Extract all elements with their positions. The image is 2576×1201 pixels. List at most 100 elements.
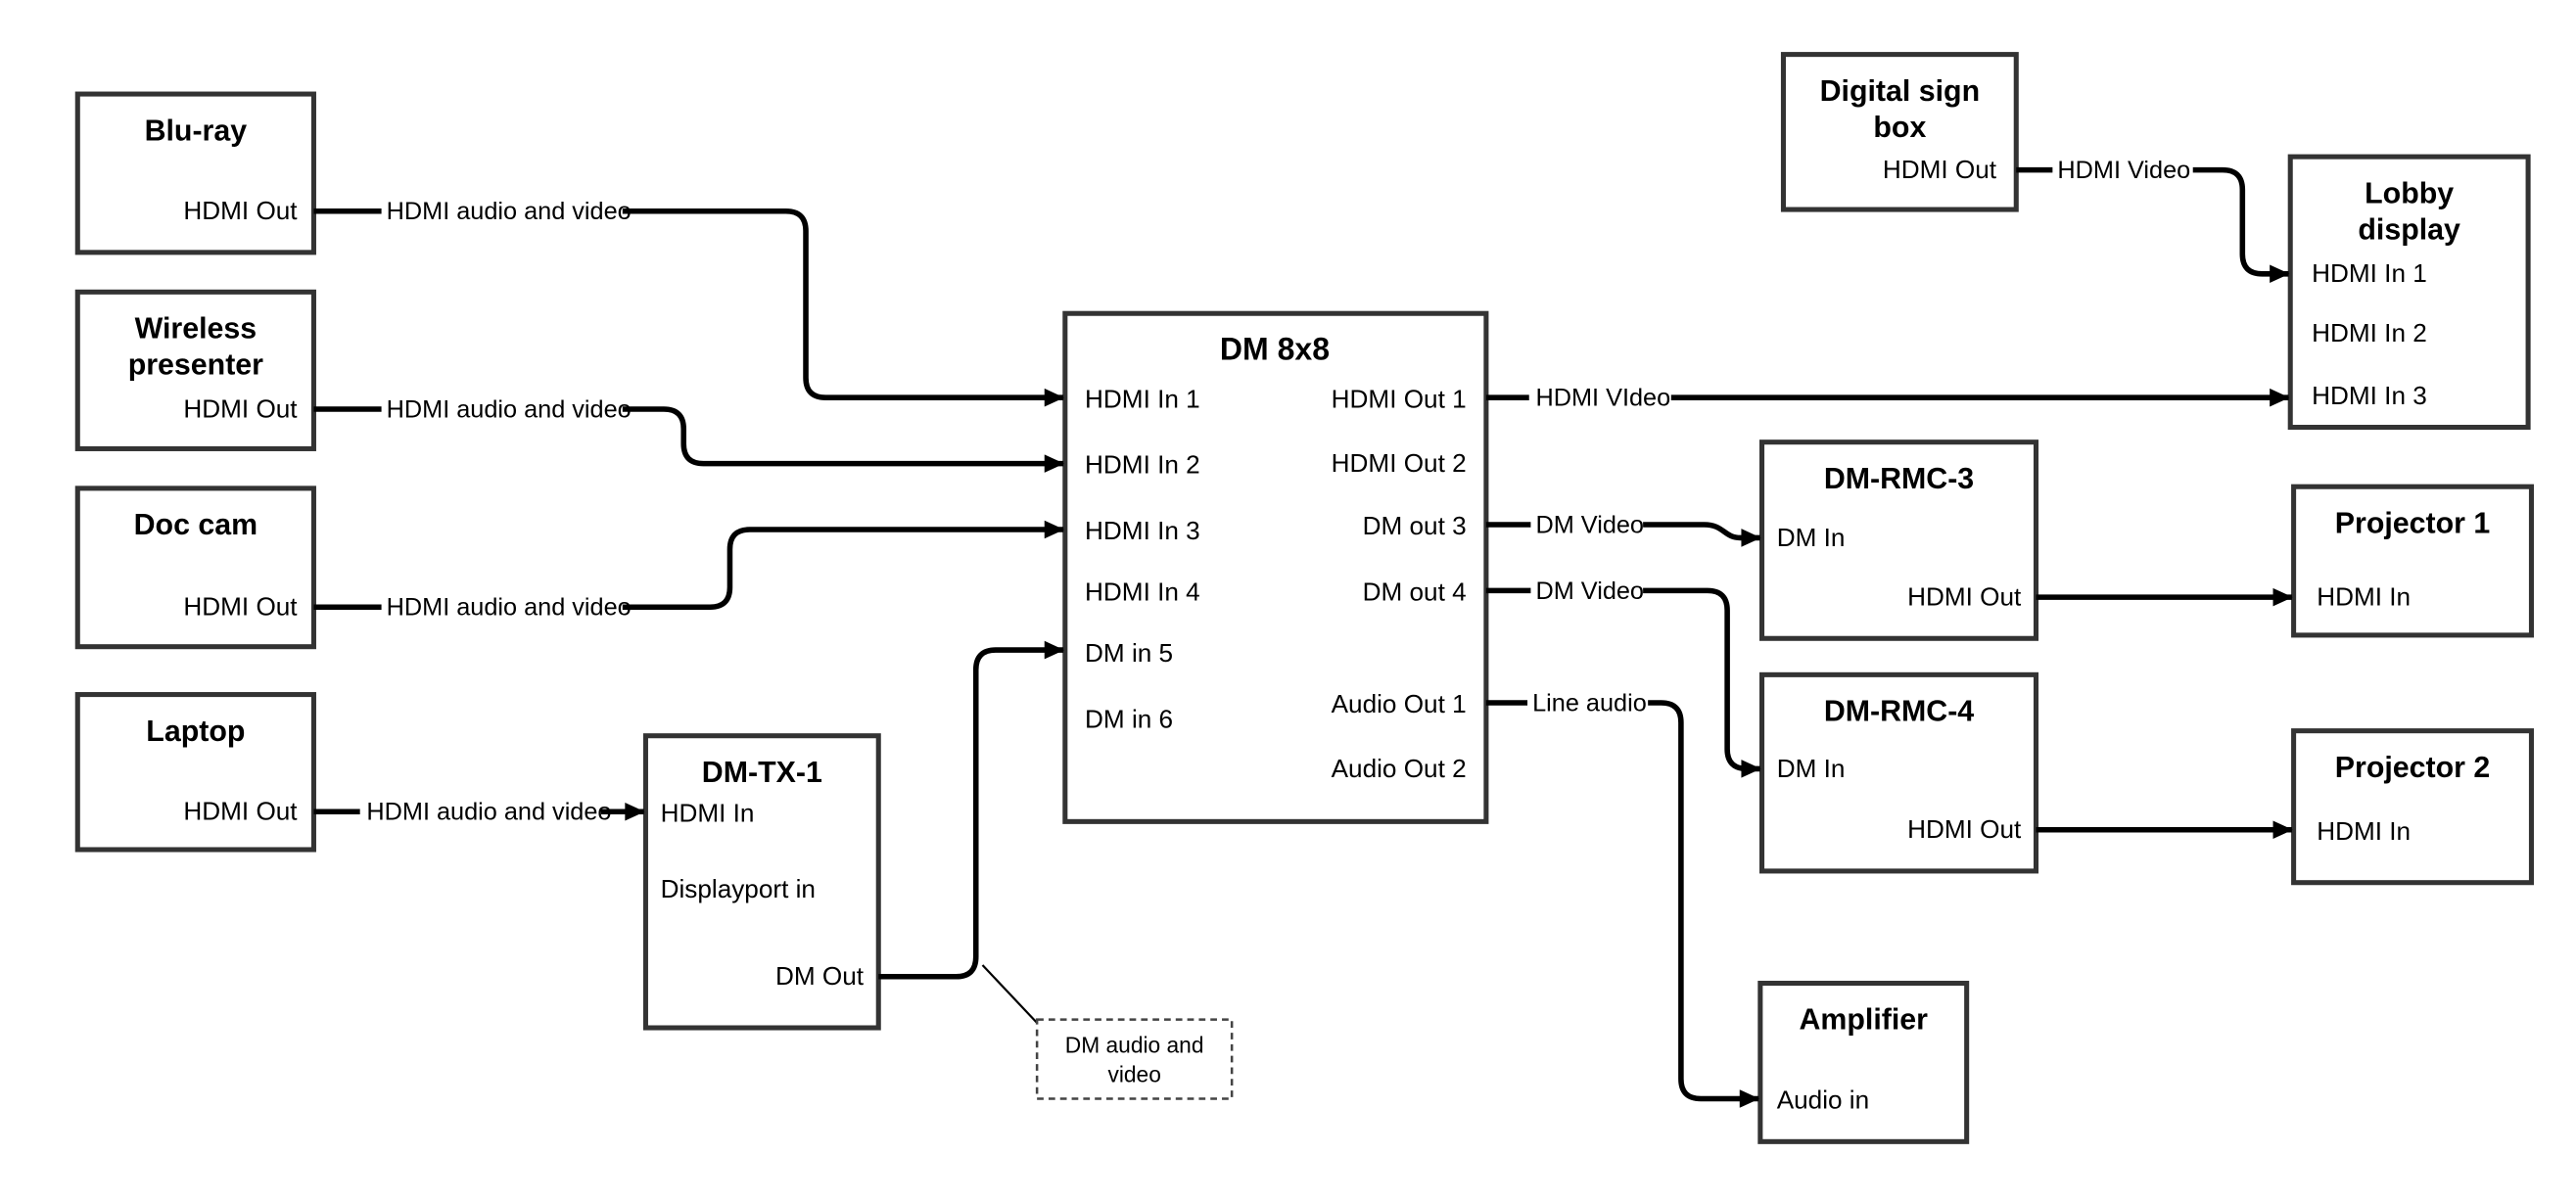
edge-digitalsign-label: HDMI Video [2057,157,2190,184]
dm-rmc-4-box [1759,671,2039,874]
node-projector-1: Projector 1 HDMI In [2291,484,2534,638]
dm-8x8-port-hdmi-in-2: HDMI In 2 [1085,450,1200,480]
dm-rmc-3-port-dm-in: DM In [1777,523,1846,552]
node-blu-ray: Blu-ray HDMI Out [74,91,316,255]
lobby-display-port-hdmi-in-2: HDMI In 2 [2312,318,2427,347]
lobby-display-title-line2: display [2358,213,2460,246]
lobby-display-port-hdmi-in-3: HDMI In 3 [2312,381,2427,410]
node-amplifier: Amplifier Audio in [1757,980,1970,1144]
edge-bluray-run [622,208,1064,407]
dm-tx-1-box [642,733,881,1031]
dm-8x8-port-hdmi-out-1: HDMI Out 1 [1332,384,1467,413]
blu-ray-port-hdmi-out: HDMI Out [183,196,298,225]
annotation-box [1035,1018,1234,1100]
projector-2-port-hdmi-in: HDMI In [2317,816,2411,846]
digital-sign-box-title-line2: box [1873,112,1926,144]
projector-1-port-hdmi-in: HDMI In [2317,582,2411,612]
edge-laptop-to-dmtx1: HDMI audio and video [313,799,645,826]
edge-bluray-label: HDMI audio and video [387,198,632,225]
amplifier-title: Amplifier [1800,1004,1929,1037]
annotation-text-line2: video [1107,1062,1160,1087]
dm-8x8-port-dm-out-4: DM out 4 [1363,577,1467,607]
node-lobby-display: Lobby display HDMI In 1 HDMI In 2 HDMI I… [2287,154,2531,431]
edge-dm8x8-to-dmrmc4: DM Video [1485,577,1761,778]
edge-out3-label: DM Video [1535,511,1644,538]
dm-tx-1-port-displayport-in: Displayport in [661,874,816,903]
node-dm-8x8: DM 8x8 HDMI In 1 HDMI In 2 HDMI In 3 HDM… [1062,310,1489,824]
edge-digitalsign-run [2192,166,2290,284]
edge-dmtx1-to-dm8x8 [878,640,1064,980]
laptop-box [74,692,316,853]
edge-dm8x8-to-amplifier: Line audio [1485,689,1760,1108]
lobby-display-box [2287,154,2531,431]
laptop-port-hdmi-out: HDMI Out [183,797,298,826]
wireless-presenter-title-line1: Wireless [135,313,258,346]
laptop-title: Laptop [146,716,245,748]
projector-2-box [2291,728,2534,886]
dm-8x8-box [1062,310,1489,824]
edge-wireless-label: HDMI audio and video [387,395,632,423]
node-dm-tx-1: DM-TX-1 HDMI In Displayport in DM Out [642,733,881,1031]
edge-dm8x8-to-lobby: HDMI VIdeo [1485,385,2290,412]
dm-rmc-4-port-dm-in: DM In [1777,754,1846,783]
amplifier-box [1757,980,1970,1144]
digital-sign-box-port-hdmi-out: HDMI Out [1883,155,1997,184]
node-wireless-presenter: Wireless presenter HDMI Out [74,289,316,451]
lobby-display-port-hdmi-in-1: HDMI In 1 [2312,258,2427,288]
dm-rmc-3-title: DM-RMC-3 [1824,463,1974,495]
dm-tx-1-title: DM-TX-1 [702,757,822,789]
dm-8x8-port-dm-in-6: DM in 6 [1085,704,1173,733]
projector-2-title: Projector 2 [2335,752,2491,784]
node-projector-2: Projector 2 HDMI In [2291,728,2534,886]
edge-out4-run [1643,587,1761,778]
wireless-presenter-title-line2: presenter [128,349,263,382]
dm-8x8-port-dm-out-3: DM out 3 [1363,511,1467,540]
edge-out1-label: HDMI VIdeo [1535,385,1670,412]
edge-laptop-label: HDMI audio and video [366,799,611,826]
dm-rmc-4-port-hdmi-out: HDMI Out [1907,814,2022,844]
node-laptop: Laptop HDMI Out [74,692,316,853]
edge-doccam-run [622,520,1064,611]
projector-1-box [2291,484,2534,638]
node-dm-rmc-3: DM-RMC-3 DM In HDMI Out [1759,439,2039,641]
dm-8x8-port-hdmi-in-3: HDMI In 3 [1085,516,1200,545]
edge-doccam-to-dm8x8: HDMI audio and video [313,520,1064,622]
wireless-presenter-box [74,289,316,451]
edge-doccam-label: HDMI audio and video [387,594,632,622]
dm-tx-1-port-hdmi-in: HDMI In [661,798,755,827]
dm-8x8-port-audio-out-2: Audio Out 2 [1332,754,1467,783]
dm-8x8-title: DM 8x8 [1220,331,1330,366]
edge-wireless-run [622,406,1064,473]
edge-aout1-label: Line audio [1532,689,1647,716]
annotation-text-line1: DM audio and [1065,1032,1204,1057]
node-doc-cam: Doc cam HDMI Out [74,485,316,650]
edge-bluray-to-dm8x8: HDMI audio and video [313,198,1064,407]
lobby-display-title-line1: Lobby [2365,177,2454,209]
dm-rmc-4-title: DM-RMC-4 [1824,696,1974,728]
annotation-leader-line [981,964,1038,1024]
doc-cam-title: Doc cam [134,509,258,541]
doc-cam-port-hdmi-out: HDMI Out [183,592,298,622]
dm-rmc-3-box [1759,439,2039,641]
dm-tx-1-port-dm-out: DM Out [775,961,865,991]
projector-1-title: Projector 1 [2335,507,2491,539]
node-dm-rmc-4: DM-RMC-4 DM In HDMI Out [1759,671,2039,874]
node-digital-sign-box: Digital sign box HDMI Out [1780,52,2019,212]
edge-dm8x8-to-dmrmc3: DM Video [1485,511,1761,547]
digital-sign-box-box [1780,52,2019,212]
amplifier-port-audio-in: Audio in [1777,1086,1869,1115]
wireless-presenter-port-hdmi-out: HDMI Out [183,393,298,423]
blu-ray-box [74,91,316,255]
doc-cam-box [74,485,316,650]
dm-8x8-port-hdmi-out-2: HDMI Out 2 [1332,448,1467,478]
edge-out4-label: DM Video [1535,577,1644,605]
dm-8x8-port-dm-in-5: DM in 5 [1085,638,1173,668]
edge-wireless-to-dm8x8: HDMI audio and video [313,395,1064,473]
edge-digitalsign-to-lobby: HDMI Video [2016,157,2290,284]
edge-aout1-run [1648,700,1760,1108]
dm-8x8-port-audio-out-1: Audio Out 1 [1332,689,1467,718]
dm-8x8-port-hdmi-in-1: HDMI In 1 [1085,384,1200,413]
dm-8x8-port-hdmi-in-4: HDMI In 4 [1085,577,1200,607]
annotation-dm-audio-and-video: DM audio and video [981,964,1234,1100]
